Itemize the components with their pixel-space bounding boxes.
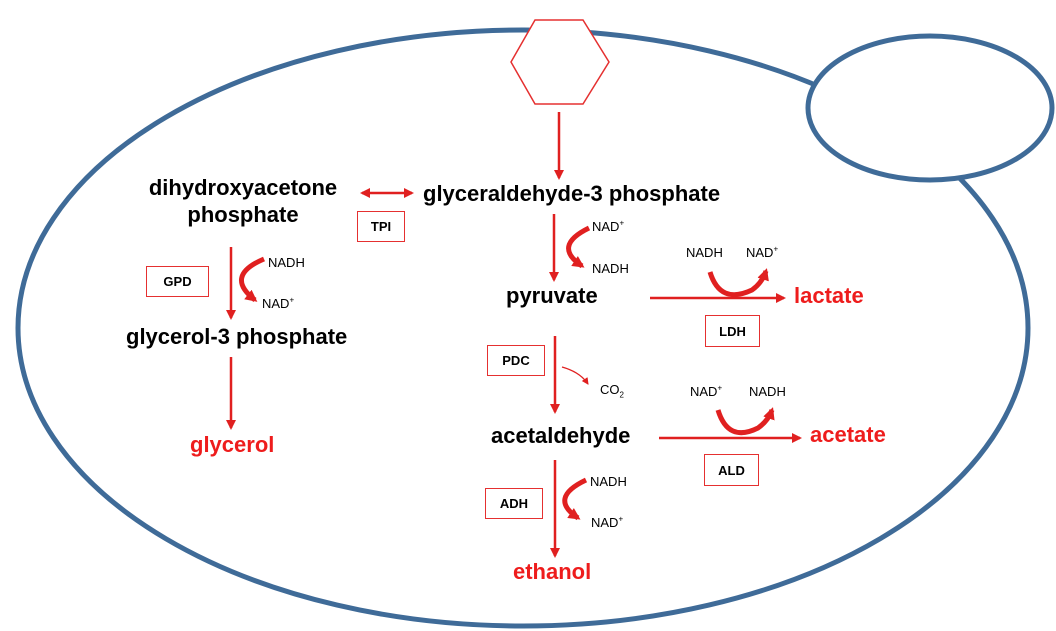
cofactor-nadh-g3p: NADH [592,261,629,276]
cofactor-nadh-ald: NADH [749,384,786,399]
glycerol3p-label: glycerol-3 phosphate [126,324,348,349]
cofactor-nad-g3p: NAD+ [592,218,625,234]
arrow-co2-release [561,366,589,385]
hexagon-icon [510,19,610,105]
lactate-label: lactate [794,283,864,308]
cofactor-nad-adh: NAD+ [591,514,624,530]
enzyme-box-ald: ALD [704,454,759,486]
enzyme-box-tpi: TPI [357,211,405,242]
cofactor-nadh-gpd: NADH [268,255,305,270]
curve-ald-nad-nadh [715,407,775,435]
enzyme-box-gpd: GPD [146,266,209,297]
cofactor-nadh-ldh: NADH [686,245,723,260]
curve-g3p-nad-nadh [566,225,591,269]
pyruvate-label: pyruvate [506,283,598,308]
cofactor-nad-ald: NAD+ [690,383,723,399]
dhap-line-2: phosphate [187,202,299,227]
acetate-label: acetate [810,422,886,447]
cofactor-nad-gpd: NAD+ [262,295,295,311]
curve-adh-nadh-nad [562,477,588,521]
ethanol-label: ethanol [513,559,592,584]
acetaldehyde-label: acetaldehyde [491,423,631,448]
glycerol-label: glycerol [190,432,275,457]
cell-membrane [15,27,1031,629]
enzyme-box-adh: ADH [485,488,543,519]
enzyme-box-pdc: PDC [487,345,545,376]
dhap-label: dihydroxyacetone phosphate [128,174,358,228]
cofactor-nad-ldh: NAD+ [746,244,779,260]
g3p-label: glyceraldehyde-3 phosphate [423,181,721,206]
enzyme-box-ldh: LDH [705,315,760,347]
bud-icon [805,33,1055,183]
cofactor-nadh-adh: NADH [590,474,627,489]
cofactor-co2: CO2 [600,382,624,400]
dhap-line-1: dihydroxyacetone [148,175,338,200]
curve-gpd-nadh-nad [239,256,266,302]
curve-ldh-nadh-nad [707,268,769,297]
